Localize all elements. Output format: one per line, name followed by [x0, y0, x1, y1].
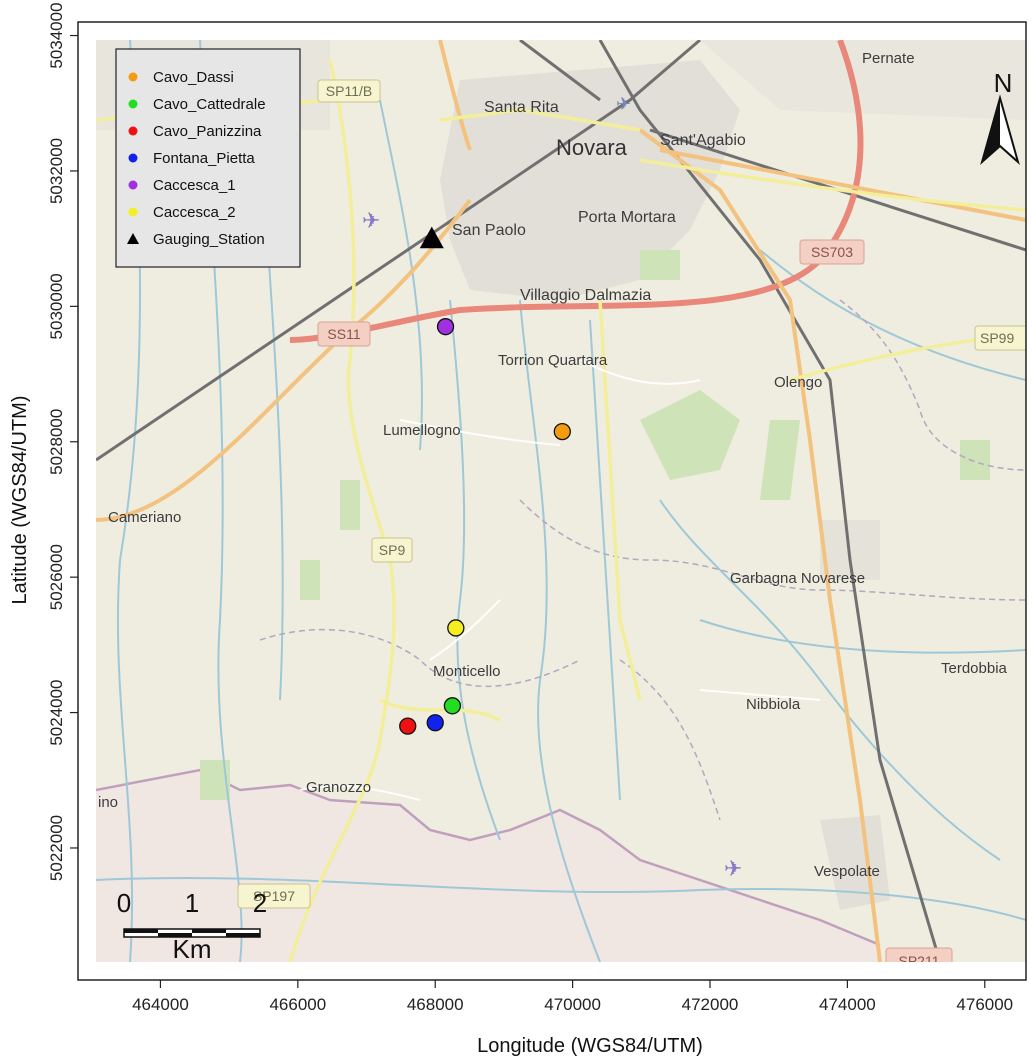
marker-caccesca-2	[447, 619, 465, 637]
y-axis-label: Latitude (WGS84/UTM)	[9, 396, 31, 605]
legend-swatch-caccesca-1	[128, 180, 138, 190]
place-label-monticello: Monticello	[433, 663, 501, 680]
scale-tick-2: 2	[253, 888, 267, 918]
y-tick-label: 5026000	[47, 544, 66, 610]
legend-swatch-cavo-panizzina	[128, 126, 138, 136]
place-label-cameriano: Cameriano	[108, 509, 181, 526]
place-label-vespolate: Vespolate	[814, 863, 880, 880]
scale-tick-0: 0	[117, 888, 131, 918]
place-label-porta-mortara: Porta Mortara	[578, 209, 676, 226]
road-label-sp211: SP211	[899, 953, 940, 969]
road-label-ss11: SS11	[327, 326, 360, 342]
place-label-terdobbia: Terdobbia	[941, 660, 1008, 677]
legend: Cavo_DassiCavo_CattedraleCavo_PanizzinaF…	[115, 48, 301, 268]
place-label-granozzo: Granozzo	[306, 779, 371, 796]
marker-cavo-panizzina	[399, 717, 417, 735]
place-label-ino: ino	[98, 794, 118, 811]
marker-cavo-dassi	[553, 422, 571, 441]
legend-swatch-cavo-dassi	[128, 72, 138, 82]
sampling-points	[399, 226, 571, 735]
y-tick-label: 5022000	[47, 815, 66, 881]
legend-label-cavo-dassi: Cavo_Dassi	[153, 69, 234, 86]
y-axis: 5022000 5024000 5026000 5028000 5030000 50320…	[47, 2, 78, 881]
place-label-sant-agabio: Sant'Agabio	[660, 132, 746, 149]
legend-label-cavo-cattedrale: Cavo_Cattedrale	[153, 96, 266, 113]
x-axis-label: Longitude (WGS84/UTM)	[477, 1035, 703, 1057]
place-label-pernate: Pernate	[862, 50, 915, 67]
legend-swatch-caccesca-2	[128, 207, 138, 217]
north-arrow: N	[980, 68, 1020, 166]
legend-swatch-cavo-cattedrale	[128, 99, 138, 109]
place-label-novara: Novara	[556, 135, 628, 160]
road-shield-sp211: SP211	[885, 947, 953, 969]
x-tick-label: 472000	[682, 995, 739, 1014]
x-tick-label: 474000	[819, 995, 876, 1014]
place-label-garbagna-novarese: Garbagna Novarese	[730, 570, 865, 587]
scale-unit-label: Km	[173, 934, 212, 964]
legend-label-fontana-pietta: Fontana_Pietta	[153, 150, 255, 167]
basemap: SP11/B SS703 SS11 SP99 SP9 SP197	[96, 40, 1026, 969]
place-label-san-paolo: San Paolo	[452, 222, 526, 239]
road-label-sp9: SP9	[379, 542, 406, 558]
road-shield-ss11: SS11	[317, 321, 371, 347]
svg-text:✈: ✈	[362, 208, 380, 233]
svg-text:✈: ✈	[616, 94, 631, 114]
place-labels: Pernate Santa Rita Novara Sant'Agabio Sa…	[98, 50, 1008, 880]
marker-gauging-station	[419, 226, 444, 249]
legend-swatch-gauging-station	[127, 233, 139, 244]
y-tick-label: 5032000	[47, 138, 66, 204]
marker-fontana-pietta	[426, 714, 444, 732]
y-tick-label: 5030000	[47, 273, 66, 339]
legend-label-gauging-station: Gauging_Station	[153, 231, 265, 248]
road-shield-sp197: SP197	[237, 883, 311, 909]
place-label-villaggio-dalmazia: Villaggio Dalmazia	[520, 287, 651, 304]
road-shield-sp9: SP9	[371, 537, 413, 563]
legend-label-caccesca-1: Caccesca_1	[153, 177, 236, 194]
marker-cavo-cattedrale	[443, 697, 462, 715]
x-tick-label: 468000	[407, 995, 464, 1014]
road-shield-ss703: SS703	[799, 239, 865, 265]
marker-caccesca-1	[436, 318, 455, 336]
place-label-nibbiola: Nibbiola	[746, 696, 801, 713]
y-tick-label: 5024000	[47, 679, 66, 745]
legend-label-cavo-panizzina: Cavo_Panizzina	[153, 123, 262, 140]
legend-label-caccesca-2: Caccesca_2	[153, 204, 236, 221]
place-label-olengo: Olengo	[774, 374, 822, 391]
scale-tick-1: 1	[185, 888, 199, 918]
road-label-ss703: SS703	[811, 244, 853, 260]
x-tick-label: 470000	[544, 995, 601, 1014]
road-label-sp197: SP197	[253, 888, 295, 904]
north-arrow-label: N	[994, 68, 1013, 98]
road-label-sp11b: SP11/B	[326, 83, 372, 99]
svg-text:✈: ✈	[724, 856, 742, 881]
y-tick-label: 5034000	[47, 2, 66, 68]
x-axis: 464000 466000 468000 470000 472000 474000 4760…	[132, 980, 1013, 1014]
place-label-santa-rita: Santa Rita	[484, 99, 559, 116]
legend-swatch-fontana-pietta	[128, 153, 138, 163]
y-tick-label: 5028000	[47, 409, 66, 475]
scale-bar: 0 1 2 Km	[117, 888, 267, 964]
x-tick-label: 476000	[956, 995, 1013, 1014]
airplane-icon: ✈ ✈ ✈	[362, 94, 742, 881]
road-shield-sp99: SP99	[974, 325, 1026, 351]
road-shield-sp11b: SP11/B	[317, 79, 381, 103]
x-tick-label: 464000	[132, 995, 189, 1014]
plot-frame	[77, 21, 1027, 981]
road-label-sp99: SP99	[980, 330, 1014, 346]
x-tick-label: 466000	[269, 995, 326, 1014]
place-label-torrion-quartara: Torrion Quartara	[498, 352, 608, 369]
place-label-lumellogno: Lumellogno	[383, 422, 461, 439]
road-labels: SP11/B SS703 SS11 SP99 SP9 SP197	[237, 79, 1026, 969]
